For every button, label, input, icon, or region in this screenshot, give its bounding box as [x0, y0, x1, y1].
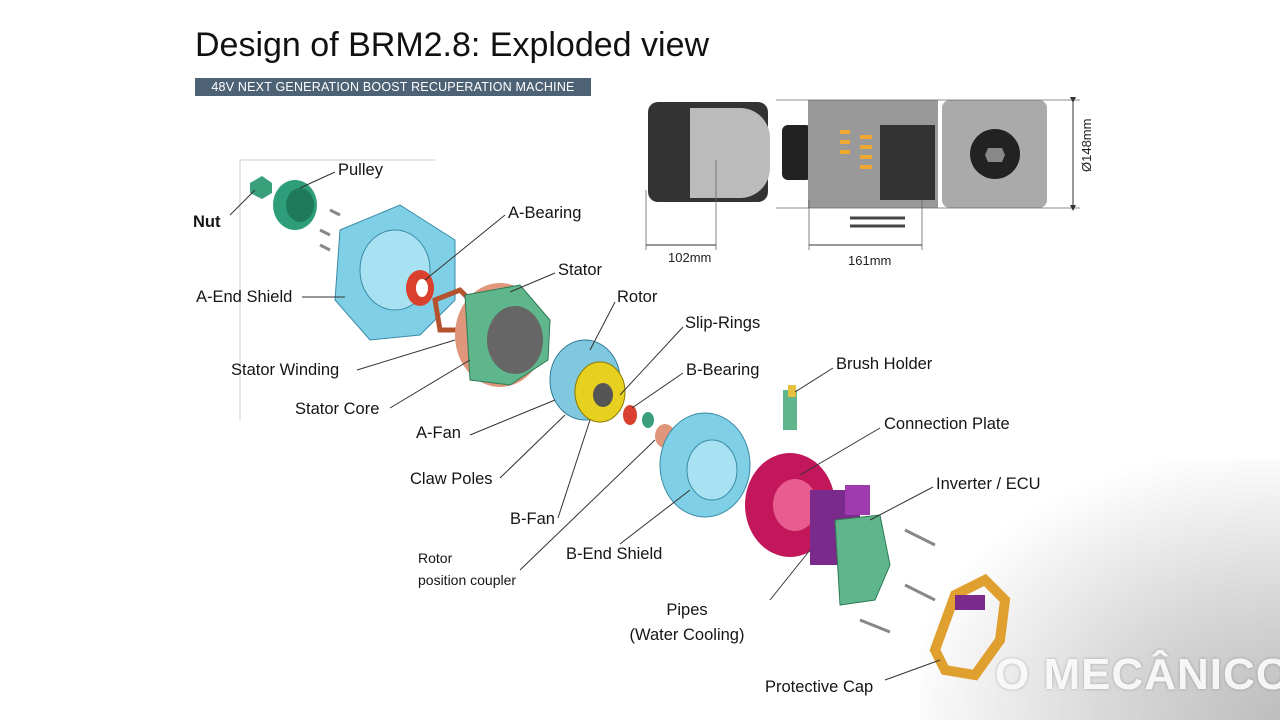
- label-stator: Stator: [558, 261, 603, 279]
- view-pulley: [782, 125, 812, 180]
- label-rotor-position-coupler-line1: Rotor: [418, 550, 453, 566]
- part-nut: [250, 176, 272, 199]
- label-a-bearing: A-Bearing: [508, 204, 582, 222]
- label-brush-holder: Brush Holder: [836, 355, 933, 373]
- label-b-bearing: B-Bearing: [686, 361, 760, 379]
- part-protective-cap: [929, 573, 1011, 681]
- label-claw-poles: Claw Poles: [410, 470, 493, 488]
- part-brush-holder: [783, 385, 797, 430]
- label-protective-cap: Protective Cap: [765, 678, 874, 696]
- dimension-views: [645, 97, 1080, 250]
- label-rotor: Rotor: [617, 288, 658, 306]
- part-a-bearing: [406, 270, 434, 306]
- dimension-length-a: 102mm: [668, 250, 712, 265]
- part-slip-rings-bearing: [623, 405, 675, 448]
- part-pulley: [273, 180, 317, 230]
- dimension-length-b: 161mm: [848, 253, 892, 268]
- watermark-logo: O MECÂNICO: [995, 650, 1280, 699]
- label-stator-winding: Stator Winding: [231, 361, 340, 379]
- label-pulley: Pulley: [338, 161, 383, 179]
- background-gradient: [920, 460, 1280, 720]
- label-stator-core: Stator Core: [295, 400, 380, 418]
- label-connection-plate: Connection Plate: [884, 415, 1010, 433]
- subtitle-banner: 48V NEXT GENERATION BOOST RECUPERATION M…: [195, 78, 591, 96]
- label-b-end-shield: B-End Shield: [566, 545, 663, 563]
- label-pipes-line1: Pipes: [666, 601, 708, 619]
- label-b-fan: B-Fan: [510, 510, 555, 528]
- leader-lines: [229, 171, 941, 681]
- part-rotor: [549, 339, 626, 423]
- label-pipes: Pipes (Water Cooling): [622, 598, 752, 648]
- label-nut: Nut: [193, 213, 221, 231]
- part-b-end-shield: [659, 412, 751, 518]
- label-slip-rings: Slip-Rings: [685, 314, 761, 332]
- part-a-end-shield: [334, 204, 456, 341]
- label-a-fan: A-Fan: [416, 424, 461, 442]
- label-pipes-line2: (Water Cooling): [629, 626, 745, 644]
- page-title: Design of BRM2.8: Exploded view: [195, 26, 710, 64]
- label-inverter-ecu: Inverter / ECU: [936, 475, 1041, 493]
- part-screws: [319, 208, 936, 634]
- part-inverter: [810, 485, 891, 606]
- label-a-end-shield: A-End Shield: [196, 288, 293, 306]
- label-rotor-position-coupler: Rotor position coupler: [418, 547, 516, 591]
- dimension-diameter: Ø148mm: [1079, 118, 1094, 172]
- label-rotor-position-coupler-line2: position coupler: [418, 572, 517, 588]
- part-stator: [455, 283, 551, 387]
